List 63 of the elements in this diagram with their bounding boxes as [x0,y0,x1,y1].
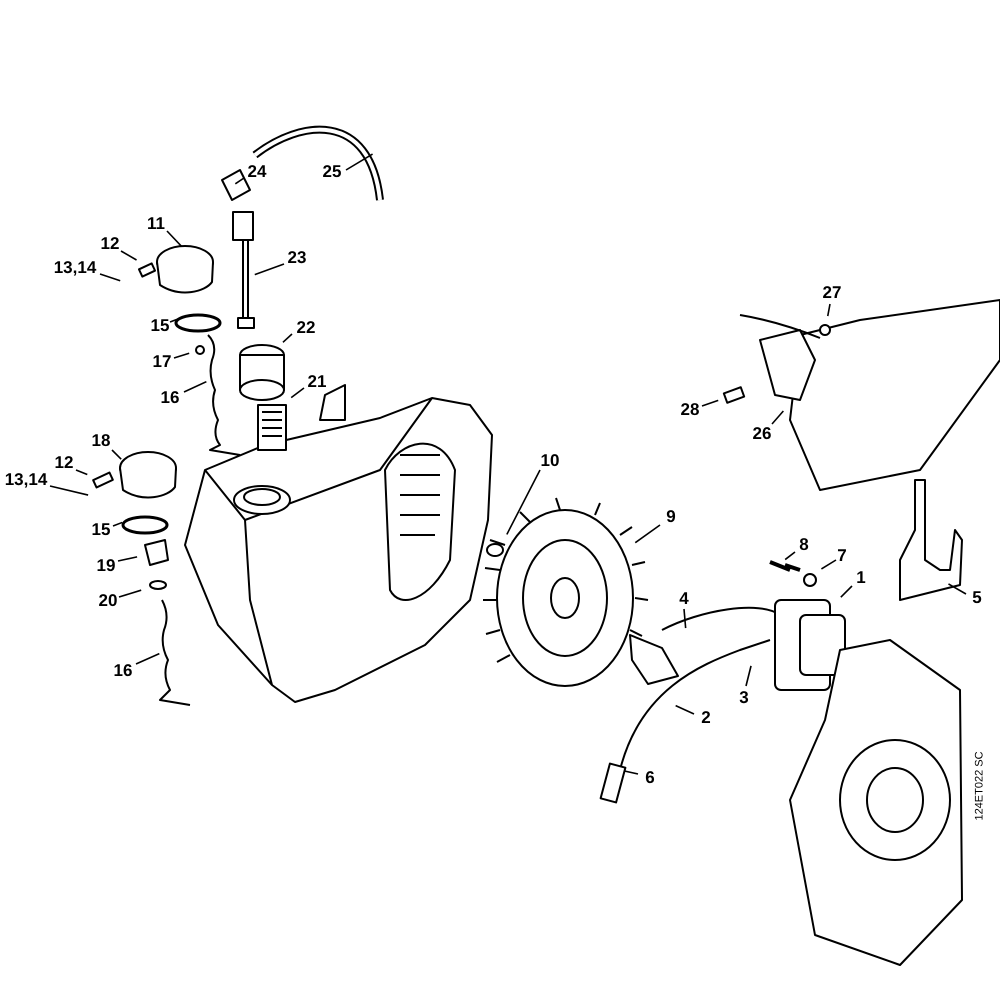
leader-line [702,400,718,407]
leader-line [136,652,160,665]
callout-number: 28 [680,401,700,419]
callout-number: 13,14 [4,471,48,489]
leader-line [840,585,853,598]
leader-line [100,273,120,282]
callout-number: 16 [114,662,132,680]
leader-line [506,470,541,535]
callout-number: 5 [972,589,982,607]
leader-line [118,589,142,598]
leader-line [184,380,207,393]
leader-line [784,551,796,560]
callout-number: 27 [822,284,842,302]
leader-line [76,469,88,476]
leader-line [170,316,183,323]
callout-number: 22 [296,319,316,337]
callout-number: 24 [248,163,266,181]
callout-number: 6 [645,769,655,787]
leader-line [290,387,304,398]
callout-number: 7 [837,547,847,565]
leader-line [282,333,293,343]
leader-line [634,524,660,544]
callout-number: 2 [701,709,711,727]
callout-number: 20 [98,592,118,610]
callout-number: 13,14 [54,259,96,277]
leader-line [346,153,373,171]
callout-number: 9 [666,508,676,526]
leader-line [771,410,784,425]
callout-number: 11 [147,215,165,233]
leader-line [112,522,123,527]
leader-line [174,352,190,359]
callout-number: 16 [160,389,180,407]
callout-number: 1 [856,569,866,587]
leader-line [826,304,831,316]
drawing-number: 124ET022 SC [974,751,986,821]
callout-number: 21 [308,373,326,391]
leader-line [234,177,244,184]
callout-number: 12 [100,235,120,253]
leader-line [683,608,686,628]
callout-number: 8 [799,536,809,554]
callout-number: 12 [54,454,74,472]
callout-number: 18 [92,432,110,450]
leader-line [821,559,836,570]
leader-line [118,556,138,562]
leader-line [745,666,752,686]
leader-line [111,449,122,460]
leader-line [948,583,966,595]
callout-number: 15 [92,521,110,539]
leader-line [120,250,137,261]
leader-line [166,230,182,247]
callout-number: 25 [322,163,342,181]
callout-number: 17 [152,353,172,371]
leader-line [675,704,694,715]
callout-number: 26 [752,425,772,443]
callout-number: 19 [96,557,116,575]
leader-line [254,263,284,276]
callout-number: 23 [288,249,306,267]
leader-line [624,770,638,775]
callout-number: 15 [150,317,170,335]
callout-number: 4 [679,590,689,608]
callout-number: 3 [739,689,749,707]
leader-line [50,485,88,496]
callout-number: 10 [540,452,560,470]
